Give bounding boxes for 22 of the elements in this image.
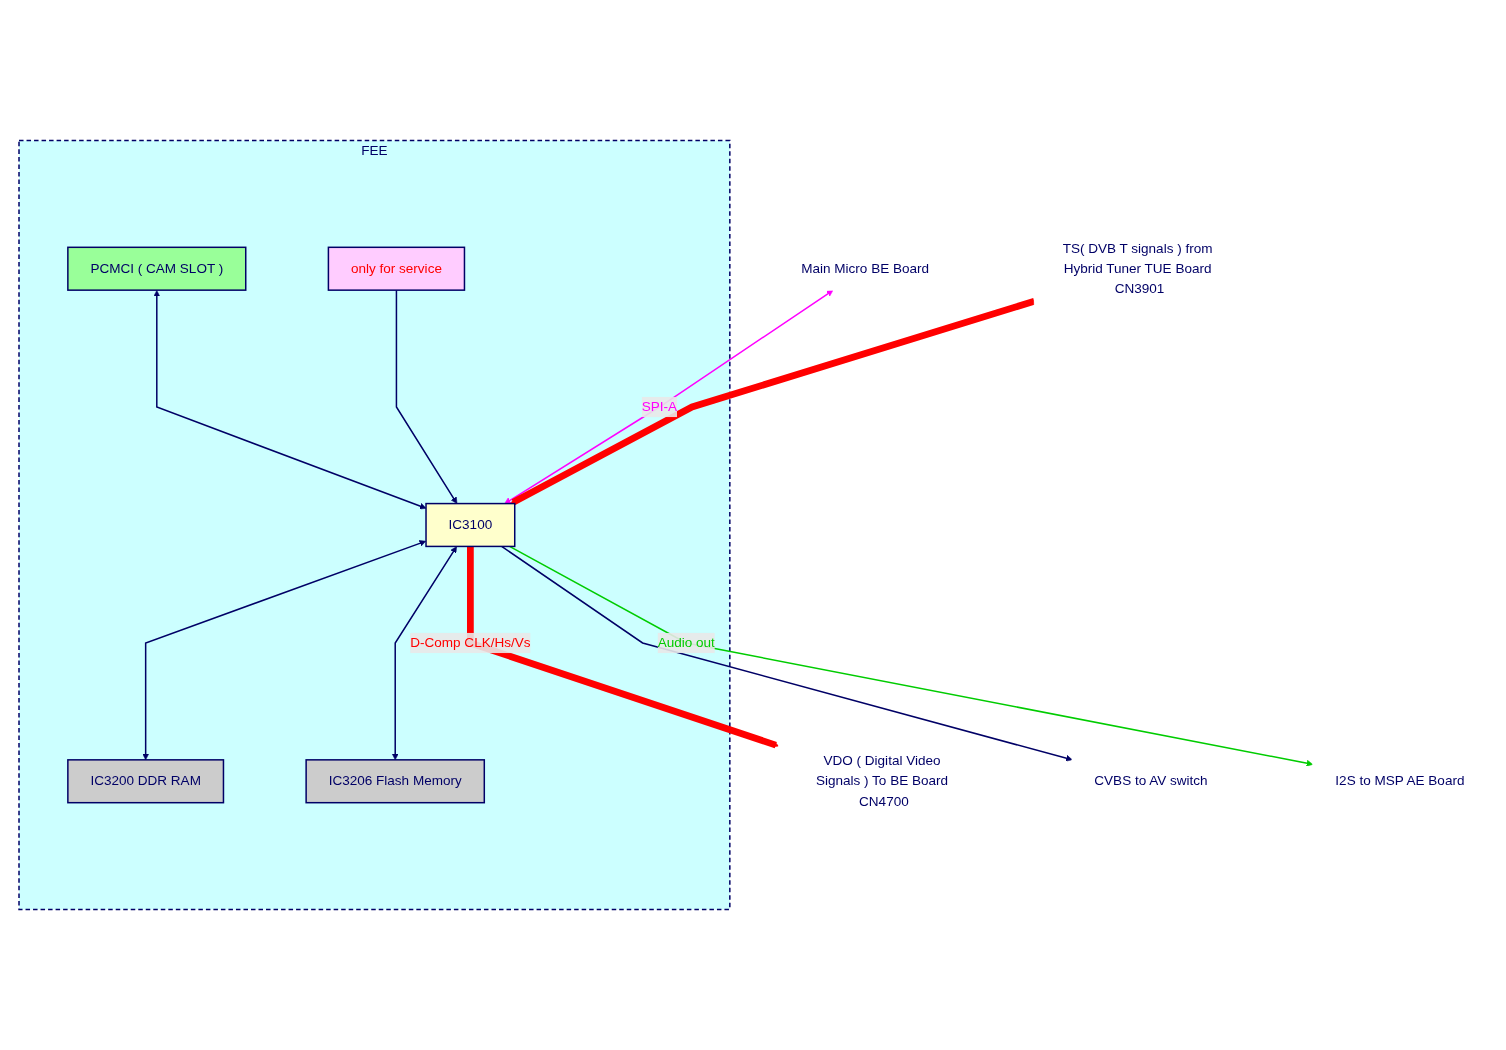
arrow bbox=[391, 546, 457, 761]
node-text: TS( DVB T signals ) from Hybrid Tuner TUE Board CN3901 bbox=[1062, 240, 1213, 297]
arrow bbox=[504, 290, 834, 504]
edge-label: SPI-A bbox=[641, 399, 678, 415]
arrow bbox=[467, 546, 779, 749]
node-box: PCMCI ( CAM SLOT ) bbox=[67, 246, 247, 291]
arrow bbox=[153, 290, 427, 510]
edge-label: D-Comp CLK/Hs/Vs bbox=[410, 635, 531, 651]
arrow bbox=[395, 289, 458, 504]
arrow bbox=[508, 545, 1314, 767]
node-text: I2S to MSP AE Board bbox=[1335, 773, 1465, 789]
edge-label: Audio out bbox=[657, 635, 715, 651]
node-text: VDO ( Digital Video Signals ) To BE Board CN4700 bbox=[815, 753, 949, 809]
arrow bbox=[500, 545, 1073, 762]
node-box: only for service bbox=[327, 246, 466, 291]
node-box: IC3200 DDR RAM bbox=[67, 759, 225, 804]
node-box: IC3100 bbox=[425, 502, 516, 548]
node-text: CVBS to AV switch bbox=[1094, 773, 1208, 789]
node-box: IC3206 Flash Memory bbox=[305, 759, 486, 804]
node-text: Main Micro BE Board bbox=[801, 260, 930, 276]
arrow bbox=[142, 540, 427, 761]
arrow bbox=[510, 298, 1036, 506]
